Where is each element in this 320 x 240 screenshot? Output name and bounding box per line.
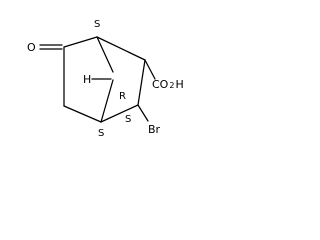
carboxyl-co-text: CO — [152, 78, 169, 91]
bond-c2-c1 — [63, 36, 98, 48]
hydrogen-label: H — [83, 73, 91, 86]
bond-c7-c4 — [100, 79, 114, 123]
atom-labels: O H CO2H Br — [27, 41, 184, 136]
bond-c1-c7 — [96, 36, 114, 73]
stereo-label-c7: R — [119, 91, 126, 102]
bond-c4-c3 — [63, 105, 102, 123]
bond-c6-c5 — [137, 59, 146, 106]
bond-c5-br — [137, 104, 149, 122]
bond-c1-c6 — [96, 36, 146, 61]
stereo-label-c4: S — [98, 128, 104, 139]
molecule-structure-diagram: O H CO2H Br S R S S — [27, 19, 184, 139]
bond-c6-cooh — [144, 59, 156, 80]
stereo-labels: S R S S — [94, 19, 131, 139]
carboxyl-subscript: 2 — [169, 81, 174, 90]
carboxyl-oh-text: H — [175, 78, 183, 91]
stereo-label-c1: S — [94, 19, 100, 30]
bromine-label: Br — [148, 123, 161, 136]
stereo-label-c3: S — [125, 114, 131, 125]
bond-lines — [39, 36, 156, 123]
bond-c5-c4 — [100, 104, 139, 123]
oxygen-label: O — [27, 41, 36, 54]
carboxyl-label: CO2H — [152, 78, 184, 91]
